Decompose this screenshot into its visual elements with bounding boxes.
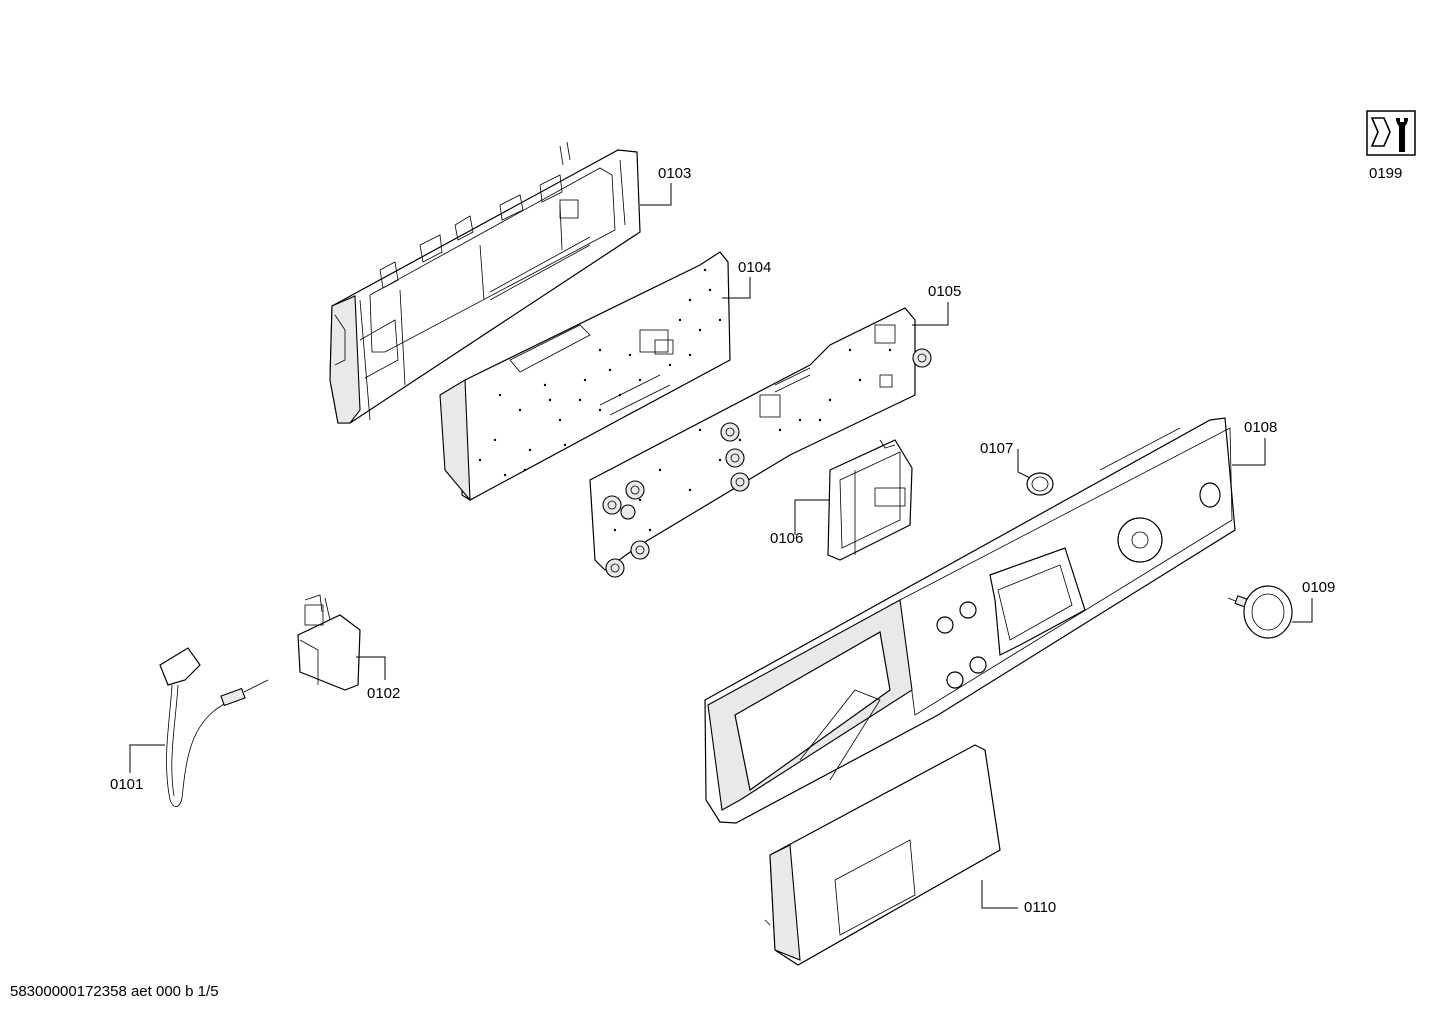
push-button-part[interactable] [1026, 472, 1054, 496]
callout-0105: 0105 [928, 283, 962, 300]
display-module-part[interactable] [827, 439, 913, 561]
callout-0108: 0108 [1244, 419, 1278, 436]
callout-0106: 0106 [770, 530, 804, 547]
callout-0109: 0109 [1302, 579, 1336, 596]
callout-0110: 0110 [1024, 899, 1057, 916]
callout-0102: 0102 [367, 685, 401, 702]
interference-filter-part[interactable] [297, 594, 361, 691]
programme-selector-knob-part[interactable] [1227, 585, 1293, 639]
callout-0101: 0101 [110, 776, 144, 793]
power-cord-part[interactable] [159, 647, 269, 807]
control-module-board-part[interactable] [589, 307, 932, 578]
callout-0199: 0199 [1369, 165, 1403, 182]
electronics-housing-part[interactable] [329, 141, 641, 424]
drawing-reference-code: 58300000172358 aet 000 b 1/5 [10, 983, 219, 1000]
callout-0103: 0103 [658, 165, 692, 182]
callout-0104: 0104 [738, 259, 772, 276]
callout-0107: 0107 [980, 440, 1014, 457]
power-module-board-part[interactable] [439, 251, 731, 502]
service-tool-icon[interactable] [1366, 110, 1416, 156]
dispenser-handle-part[interactable] [764, 744, 1001, 966]
facia-panel-part[interactable] [704, 417, 1236, 824]
leader-lines [129, 183, 1313, 909]
